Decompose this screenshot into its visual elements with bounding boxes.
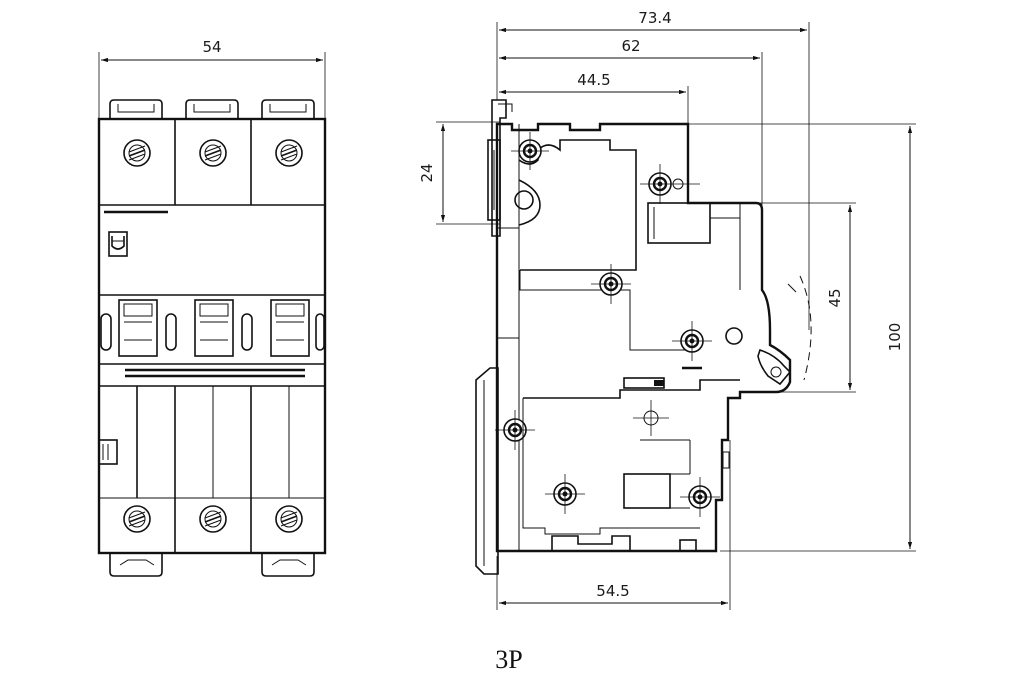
dim-side-62-label: 62 xyxy=(621,37,640,55)
dimension-side-overall: 73.4 xyxy=(496,9,810,330)
dim-side-44-5-label: 44.5 xyxy=(577,71,610,89)
dimension-side-44-5: 44.5 xyxy=(499,71,689,124)
top-terminal-clips xyxy=(109,99,315,120)
dimension-side-24: 24 xyxy=(418,121,500,225)
toggle-handles xyxy=(100,299,325,357)
bottom-screw-2 xyxy=(199,505,227,533)
dim-front-width-label: 54 xyxy=(202,38,221,56)
brand-logo xyxy=(108,231,128,257)
bottom-screw-1 xyxy=(123,505,151,533)
dimension-front-width: 54 xyxy=(98,38,326,118)
dim-side-overall-label: 73.4 xyxy=(638,9,671,27)
dim-side-24-label: 24 xyxy=(418,163,436,182)
top-screw-3 xyxy=(275,139,303,167)
top-screw-2 xyxy=(199,139,227,167)
dimension-side-height: 100 xyxy=(688,123,916,552)
side-view: 73.4 62 44.5 24 45 xyxy=(418,9,916,610)
front-view: 54 xyxy=(97,38,327,577)
dimension-side-45: 45 xyxy=(740,202,856,393)
bottom-screw-3 xyxy=(275,505,303,533)
din-rail-clips xyxy=(109,553,315,577)
view-caption: 3P xyxy=(495,645,522,674)
top-screw-1 xyxy=(123,139,151,167)
dimension-side-base: 54.5 xyxy=(496,440,731,610)
front-body xyxy=(97,117,327,555)
dim-side-45-label: 45 xyxy=(826,288,844,307)
dim-side-height-label: 100 xyxy=(886,323,904,352)
side-body-outline xyxy=(495,122,792,553)
dim-side-base-label: 54.5 xyxy=(596,582,629,600)
dimension-side-62: 62 xyxy=(499,37,763,205)
